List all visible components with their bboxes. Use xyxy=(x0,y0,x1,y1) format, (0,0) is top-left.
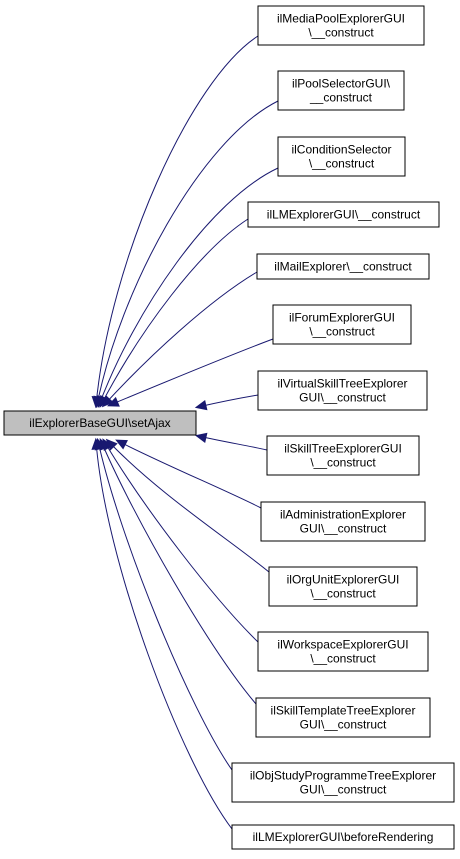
call-edge-9-arrowhead xyxy=(115,439,128,450)
caller-node-6-label-line: ilForumExplorerGUI xyxy=(289,311,395,325)
caller-node-14[interactable]: ilLMExplorerGUI\beforeRendering xyxy=(231,824,455,850)
caller-node-13[interactable]: ilObjStudyProgrammeTreeExplorerGUI\__con… xyxy=(231,762,455,803)
caller-node-10-label-line: ilOrgUnitExplorerGUI xyxy=(287,573,400,587)
caller-node-8[interactable]: ilSkillTreeExplorerGUI\__construct xyxy=(266,435,420,476)
call-edge-6 xyxy=(109,338,274,406)
caller-node-4-box[interactable] xyxy=(247,201,440,228)
call-edge-12 xyxy=(100,440,257,705)
caller-node-4[interactable]: ilLMExplorerGUI\__construct xyxy=(247,201,440,228)
caller-node-11[interactable]: ilWorkspaceExplorerGUI\__construct xyxy=(257,631,429,672)
caller-node-8-box[interactable] xyxy=(266,435,420,476)
caller-node-9-box[interactable] xyxy=(260,501,426,542)
call-nodes: ilExplorerBaseGUI\setAjax ilMediaPoolExpl… xyxy=(3,5,455,850)
caller-node-6-label-line: \__construct xyxy=(309,325,375,339)
caller-node-8-label-line: \__construct xyxy=(310,456,376,470)
caller-node-12[interactable]: ilSkillTemplateTreeExplorerGUI\__constru… xyxy=(255,697,431,738)
caller-node-10-box[interactable] xyxy=(268,566,418,607)
caller-node-7-label-line: ilVirtualSkillTreeExplorer xyxy=(277,377,407,391)
caller-node-7-label-line: GUI\__construct xyxy=(299,391,386,405)
caller-node-3-box[interactable] xyxy=(277,136,406,177)
caller-node-3[interactable]: ilConditionSelector\__construct xyxy=(277,136,406,177)
root-node-explorer-base-setajax-label-line: ilExplorerBaseGUI\setAjax xyxy=(29,416,170,430)
call-edge-6-arrowhead xyxy=(107,396,120,407)
caller-node-9-label-line: GUI\__construct xyxy=(300,522,387,536)
caller-node-14-box[interactable] xyxy=(231,824,455,850)
caller-node-12-label-line: ilSkillTemplateTreeExplorer xyxy=(271,704,416,718)
caller-node-1-label-line: ilMediaPoolExplorerGUI xyxy=(277,12,405,26)
caller-node-12-box[interactable] xyxy=(255,697,431,738)
call-edge-14 xyxy=(95,440,233,830)
call-edges xyxy=(91,35,279,830)
call-edge-10 xyxy=(107,440,270,573)
caller-node-1[interactable]: ilMediaPoolExplorerGUI\__construct xyxy=(257,5,425,46)
call-edge-4 xyxy=(100,218,249,406)
call-edge-3 xyxy=(98,167,279,406)
caller-node-13-label-line: ilObjStudyProgrammeTreeExplorer xyxy=(250,769,436,783)
caller-node-12-label-line: GUI\__construct xyxy=(300,718,387,732)
caller-node-3-label-line: \__construct xyxy=(309,157,375,171)
root-node-explorer-base-setajax-box[interactable] xyxy=(3,410,197,436)
caller-node-11-label-line: \__construct xyxy=(310,652,376,666)
caller-node-3-label-line: ilConditionSelector xyxy=(291,143,391,157)
call-edge-1 xyxy=(95,35,259,406)
caller-node-8-label-line: ilSkillTreeExplorerGUI xyxy=(284,442,402,456)
caller-node-10[interactable]: ilOrgUnitExplorerGUI\__construct xyxy=(268,566,418,607)
call-edge-11 xyxy=(103,440,259,643)
caller-node-5[interactable]: ilMailExplorer\__construct xyxy=(256,253,430,280)
caller-node-2-box[interactable] xyxy=(277,70,405,111)
caller-node-5-box[interactable] xyxy=(256,253,430,280)
caller-node-11-box[interactable] xyxy=(257,631,429,672)
caller-node-13-label-line: GUI\__construct xyxy=(300,783,387,797)
call-edge-7-arrowhead xyxy=(194,399,208,411)
caller-node-6-box[interactable] xyxy=(272,304,412,345)
caller-node-1-label-line: \__construct xyxy=(308,26,374,40)
call-edge-13 xyxy=(97,440,233,771)
call-edge-8 xyxy=(197,435,268,451)
caller-node-10-label-line: \__construct xyxy=(310,587,376,601)
caller-node-4-label-line: ilLMExplorerGUI\__construct xyxy=(267,208,421,222)
caller-node-11-label-line: ilWorkspaceExplorerGUI xyxy=(277,638,408,652)
caller-node-5-label-line: ilMailExplorer\__construct xyxy=(274,260,412,274)
call-edge-5-arrowhead xyxy=(101,395,114,408)
caller-node-2-label-line: ilPoolSelectorGUI\ xyxy=(292,77,391,91)
caller-node-14-label-line: ilLMExplorerGUI\beforeRendering xyxy=(253,830,434,844)
call-edge-9 xyxy=(117,440,262,509)
call-edge-7 xyxy=(197,394,259,408)
call-edge-8-arrowhead xyxy=(194,432,208,443)
caller-node-2[interactable]: ilPoolSelectorGUI\__construct xyxy=(277,70,405,111)
call-edge-5 xyxy=(103,271,258,406)
call-edge-2 xyxy=(96,100,279,406)
caller-node-1-box[interactable] xyxy=(257,5,425,46)
caller-node-7[interactable]: ilVirtualSkillTreeExplorerGUI\__construc… xyxy=(257,370,428,411)
caller-node-7-box[interactable] xyxy=(257,370,428,411)
root-node-explorer-base-setajax[interactable]: ilExplorerBaseGUI\setAjax xyxy=(3,410,197,436)
caller-node-6[interactable]: ilForumExplorerGUI\__construct xyxy=(272,304,412,345)
call-edge-14-arrowhead xyxy=(91,437,102,450)
caller-node-9-label-line: ilAdministrationExplorer xyxy=(280,508,406,522)
caller-node-2-label-line: __construct xyxy=(309,91,373,105)
caller-node-13-box[interactable] xyxy=(231,762,455,803)
